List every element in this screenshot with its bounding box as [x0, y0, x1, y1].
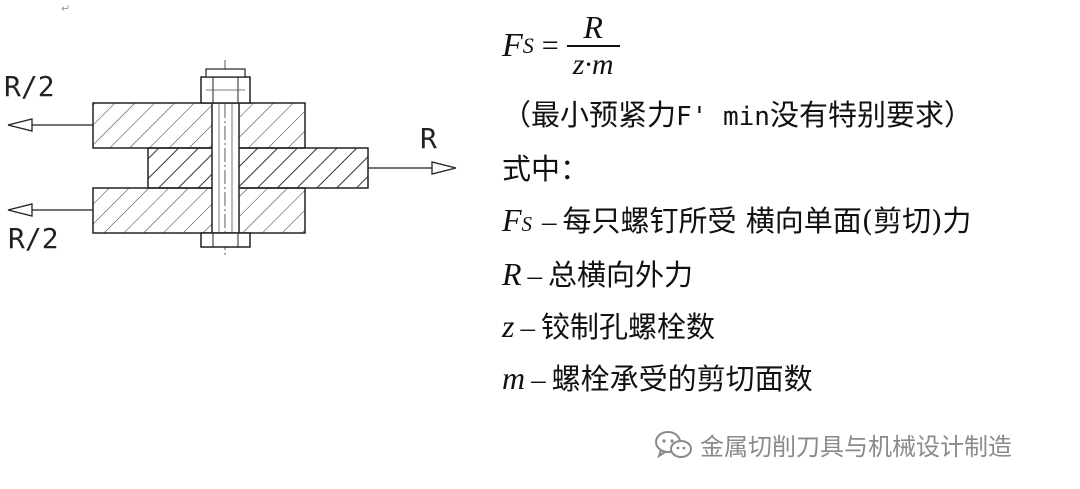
legend-heading-text: 式中： [502, 152, 590, 186]
bolt-head [200, 232, 251, 248]
formula-fraction: R z·m [566, 9, 620, 83]
wechat-icon [655, 430, 692, 458]
definition-var: R [502, 256, 522, 292]
note-open: （最小预紧力 [502, 98, 677, 132]
definition-row: z – 铰制孔螺栓数 [502, 304, 715, 346]
definition-text: 铰制孔螺栓数 [540, 310, 715, 344]
legend-heading: 式中： [502, 146, 589, 188]
definition-row: m – 螺栓承受的剪切面数 [502, 356, 813, 398]
load-label-top-left: R/2 [4, 70, 55, 103]
fraction-bar [566, 45, 620, 47]
definition-dash: – [542, 206, 557, 238]
definition-dash: – [531, 364, 546, 396]
bolted-joint-diagram: R/2 R/2 R [4, 60, 457, 255]
formula-lhs-sub: S [522, 33, 534, 58]
bottom-plate [92, 187, 306, 234]
load-label-bottom-left: R/2 [8, 222, 59, 255]
formula-equals: = [541, 29, 559, 62]
load-label-right: R [420, 122, 437, 155]
watermark-text: 金属切削刀具与机械设计制造 [700, 433, 1012, 461]
arrow-right [431, 161, 457, 175]
definition-var: z [502, 308, 515, 344]
definition-row: R – 总横向外力 [502, 252, 693, 294]
top-plate [92, 102, 306, 149]
definition-var: F [502, 202, 522, 238]
arrow-left-top [7, 118, 33, 132]
definition-dash: – [527, 260, 543, 292]
definition-text: 每只螺钉所受 横向单面(剪切)力 [562, 204, 972, 238]
note-close: 没有特别要求） [769, 98, 973, 132]
definition-sub: S [521, 212, 533, 236]
middle-plate [147, 147, 369, 189]
definition-text: 螺栓承受的剪切面数 [551, 362, 813, 396]
watermark: 金属切削刀具与机械设计制造 [654, 427, 1012, 462]
formula-denominator: z·m [572, 48, 614, 81]
formula-lhs-var: F [502, 27, 523, 64]
definition-text: 总横向外力 [548, 258, 694, 292]
note-code: F' min [676, 102, 770, 132]
arrow-left-bottom [7, 203, 33, 217]
formula-numerator: R [583, 9, 603, 45]
return-mark: ↵ [61, 2, 71, 15]
definition-dash: – [520, 312, 535, 344]
definition-var: m [502, 360, 526, 396]
bolt-shank [211, 102, 240, 234]
